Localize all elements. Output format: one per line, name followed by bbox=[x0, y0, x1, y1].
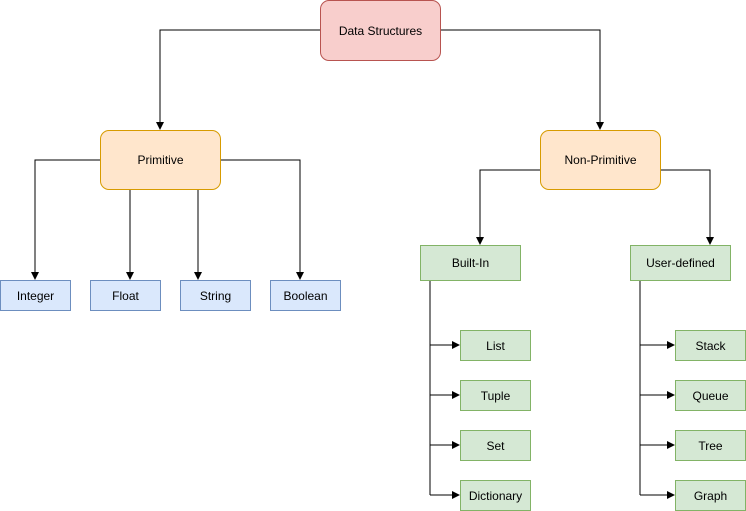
node-label: Built-In bbox=[451, 256, 490, 270]
node-primitive[interactable]: Primitive bbox=[100, 130, 221, 190]
node-label: String bbox=[199, 288, 232, 303]
node-boolean[interactable]: Boolean bbox=[270, 280, 341, 311]
node-built-in[interactable]: Built-In bbox=[420, 245, 521, 281]
node-label: Stack bbox=[695, 338, 726, 353]
node-label: Non-Primitive bbox=[564, 153, 637, 167]
node-label: Queue bbox=[692, 388, 729, 403]
node-queue[interactable]: Queue bbox=[675, 380, 746, 411]
edge-root-primitive bbox=[156, 29, 320, 130]
node-non-primitive[interactable]: Non-Primitive bbox=[540, 130, 661, 190]
node-label: Data Structures bbox=[338, 23, 423, 38]
edge-non-primitive-user-defined bbox=[661, 169, 714, 245]
node-data-structures[interactable]: Data Structures bbox=[320, 0, 441, 61]
node-tuple[interactable]: Tuple bbox=[460, 380, 531, 411]
edge-root-non-primitive bbox=[441, 29, 604, 130]
edge-non-primitive-built-in bbox=[476, 169, 540, 245]
edges bbox=[31, 29, 714, 499]
node-graph[interactable]: Graph bbox=[675, 480, 746, 511]
node-label: Dictionary bbox=[468, 488, 523, 503]
node-label: Float bbox=[112, 288, 139, 303]
edge-primitive-boolean bbox=[221, 159, 304, 280]
node-label: Set bbox=[486, 438, 505, 453]
node-label: Boolean bbox=[283, 288, 328, 303]
node-list[interactable]: List bbox=[460, 330, 531, 361]
node-string[interactable]: String bbox=[180, 280, 251, 311]
node-label: User-defined bbox=[646, 256, 715, 270]
node-dictionary[interactable]: Dictionary bbox=[460, 480, 531, 511]
node-label: Tree bbox=[698, 438, 723, 453]
node-label: Tuple bbox=[480, 388, 511, 403]
node-set[interactable]: Set bbox=[460, 430, 531, 461]
node-integer[interactable]: Integer bbox=[0, 280, 71, 311]
node-label: Primitive bbox=[137, 153, 184, 167]
node-stack[interactable]: Stack bbox=[675, 330, 746, 361]
node-user-defined[interactable]: User-defined bbox=[630, 245, 731, 281]
node-label: List bbox=[486, 338, 505, 353]
node-label: Integer bbox=[16, 288, 55, 303]
edge-primitive-integer bbox=[31, 159, 100, 280]
node-label: Graph bbox=[693, 488, 728, 503]
node-tree[interactable]: Tree bbox=[675, 430, 746, 461]
node-float[interactable]: Float bbox=[90, 280, 161, 311]
